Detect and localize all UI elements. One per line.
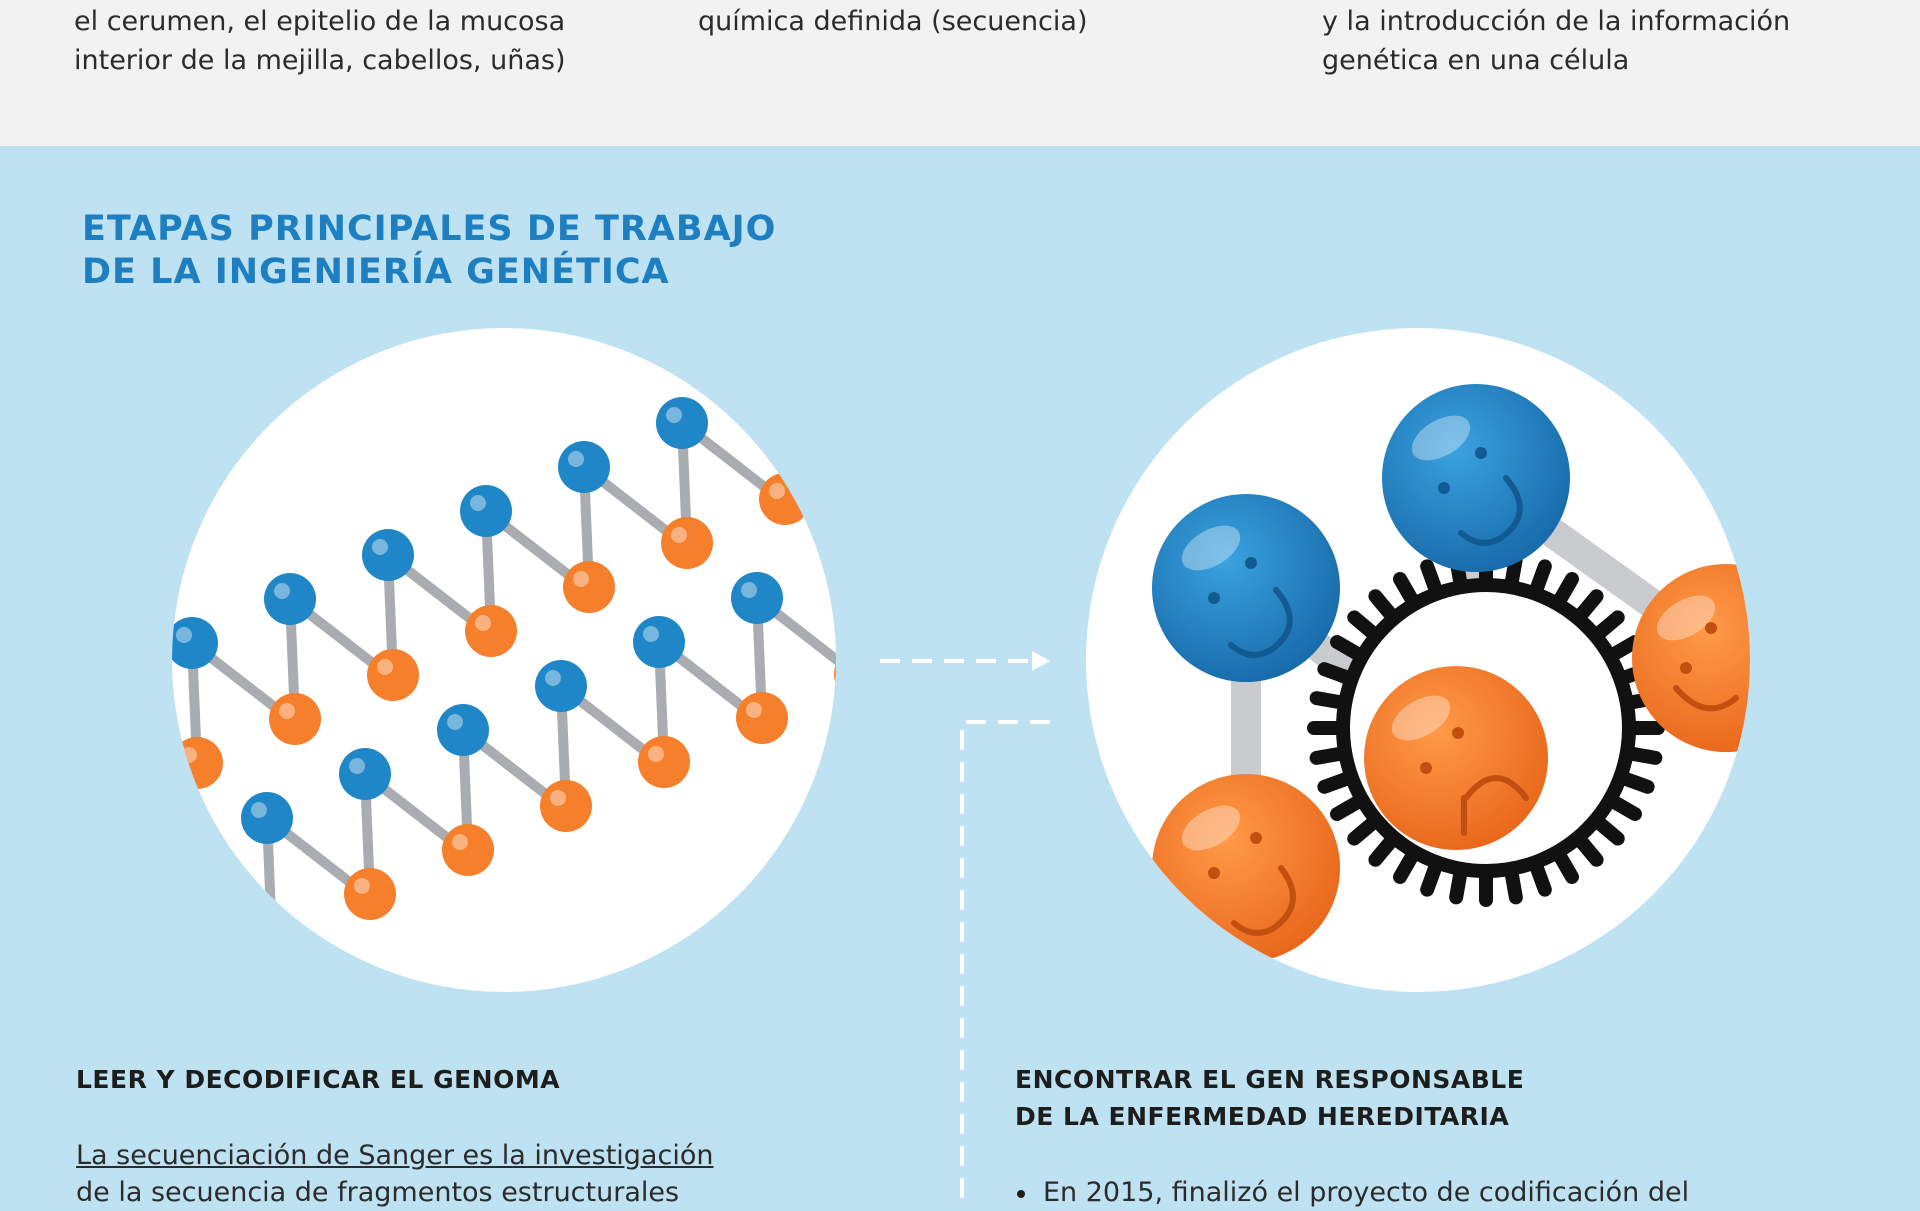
nucleotide-blue (558, 441, 610, 493)
dna-strand-icon (172, 328, 836, 992)
section-title: ETAPAS PRINCIPALES DE TRABAJO DE LA INGE… (82, 209, 777, 292)
nucleotide-blue (633, 616, 685, 668)
nucleotide-blue (437, 704, 489, 756)
nucleotide-blue (172, 617, 218, 669)
nucleotide-orange (661, 517, 713, 569)
sanger-sequencing-link[interactable]: La secuenciación de Sanger es la investi… (76, 1140, 714, 1171)
nucleotide-orange (465, 605, 517, 657)
nucleotide-blue (339, 748, 391, 800)
nucleotide-orange (540, 780, 592, 832)
list-item: En 2015, finalizó el proyecto de codific… (1015, 1174, 1775, 1211)
dna-strand (241, 536, 836, 964)
defective-gene-icon (1086, 328, 1750, 992)
nucleotide-orange (736, 692, 788, 744)
nucleotide-blue (754, 353, 806, 405)
nucleotide-blue (829, 536, 836, 572)
dna-strand (172, 353, 836, 789)
stage-1-body: de la secuencia de fragmentos estructura… (76, 1177, 680, 1208)
nucleotide-blue (362, 529, 414, 581)
nucleotide-orange (638, 736, 690, 788)
nucleotide-orange (1152, 774, 1340, 962)
intro-text-col-1: el cerumen, el epitelio de la mucosa int… (74, 6, 566, 76)
nucleotide-orange (246, 912, 298, 964)
nucleotide-orange (442, 824, 494, 876)
defective-nucleotide (1364, 666, 1548, 850)
stage-2-list: En 2015, finalizó el proyecto de codific… (1015, 1174, 1775, 1211)
nucleotide-orange (1632, 564, 1750, 752)
stage-1-text: La secuenciación de Sanger es la investi… (76, 1137, 716, 1211)
intro-text-col-2: química definida (secuencia) (698, 6, 1088, 37)
nucleotide-orange (172, 737, 223, 789)
nucleotide-blue (731, 572, 783, 624)
nucleotide-blue (656, 397, 708, 449)
nucleotide-blue (241, 792, 293, 844)
nucleotide-orange (269, 693, 321, 745)
nucleotide-blue (535, 660, 587, 712)
nucleotide-orange (759, 473, 811, 525)
nucleotide-orange (834, 664, 836, 684)
nucleotide-orange (344, 868, 396, 920)
stage-2-heading: ENCONTRAR EL GEN RESPONSABLE DE LA ENFER… (1015, 1065, 1525, 1131)
nucleotide-blue (1382, 384, 1570, 572)
intro-band: el cerumen, el epitelio de la mucosa int… (0, 0, 1920, 146)
nucleotide-orange (367, 649, 419, 701)
intro-text-col-3: y la introducción de la información gené… (1322, 6, 1791, 76)
stage-1-heading: LEER Y DECODIFICAR EL GENOMA (76, 1065, 561, 1094)
nucleotide-orange (563, 561, 615, 613)
nucleotide-blue (460, 485, 512, 537)
nucleotide-blue (264, 573, 316, 625)
nucleotide-blue (1152, 494, 1340, 682)
